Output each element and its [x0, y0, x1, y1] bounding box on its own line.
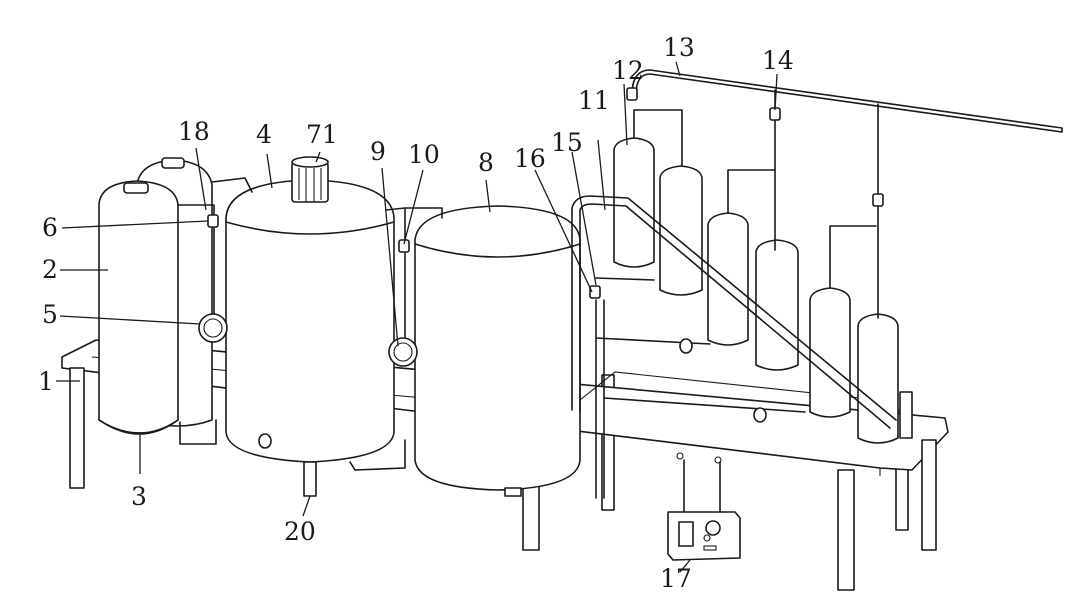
top-pipe — [626, 69, 1063, 319]
label-71: 71 — [306, 120, 338, 149]
label-9: 9 — [370, 137, 386, 166]
label-11: 11 — [578, 86, 610, 115]
label-17: 17 — [660, 564, 692, 593]
label-16: 16 — [514, 144, 546, 173]
label-15: 15 — [551, 128, 583, 157]
label-20: 20 — [284, 517, 316, 546]
label-6: 6 — [42, 213, 58, 242]
labels: 1 2 3 4 5 6 8 9 10 11 12 13 14 15 16 17 … — [38, 33, 794, 593]
tank-8 — [414, 205, 581, 497]
label-4: 4 — [256, 120, 272, 149]
tank-4 — [225, 156, 395, 497]
support-rails — [571, 195, 913, 499]
pipes-left — [177, 177, 443, 471]
leader-lines — [56, 61, 778, 573]
label-8: 8 — [478, 148, 494, 177]
label-18: 18 — [178, 117, 210, 146]
label-5: 5 — [42, 300, 58, 329]
label-3: 3 — [131, 482, 147, 511]
label-10: 10 — [408, 140, 440, 169]
label-1: 1 — [38, 367, 54, 396]
label-14: 14 — [762, 46, 794, 75]
tank-2 — [98, 157, 213, 446]
label-13: 13 — [663, 33, 695, 62]
control-box — [667, 459, 741, 561]
label-12: 12 — [612, 56, 644, 85]
label-2: 2 — [42, 255, 58, 284]
